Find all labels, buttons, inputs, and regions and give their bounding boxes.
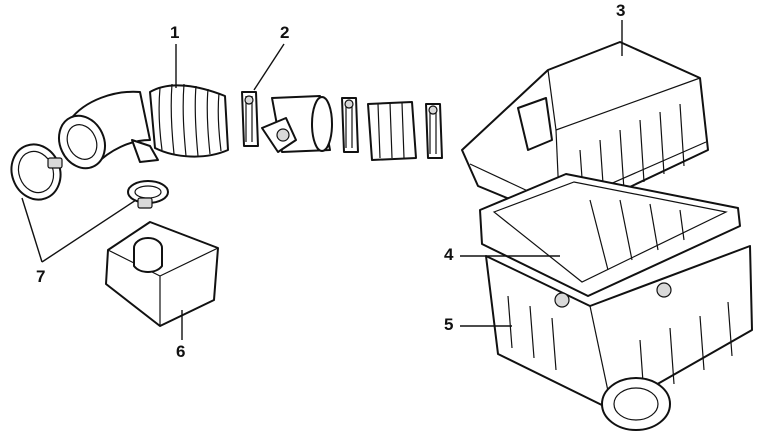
part-2-sleeve-hose <box>367 101 417 161</box>
leader-2 <box>253 43 285 91</box>
part-2-clamp-middle <box>341 97 359 153</box>
callout-4: 4 <box>444 245 454 264</box>
part-5-air-cleaner-housing <box>485 245 753 431</box>
leader-lines <box>21 20 623 340</box>
part-6-foam-block <box>105 221 219 327</box>
leader-7b <box>41 199 137 263</box>
part-3-air-cleaner-cover <box>461 41 709 221</box>
part-7-hose-clamp-small <box>127 180 169 209</box>
part-4-filter-element <box>479 173 741 297</box>
part-2-throttle-adapter <box>261 95 333 153</box>
callout-3: 3 <box>616 1 626 20</box>
leader-7a <box>21 197 43 263</box>
part-7-hose-clamp-large <box>10 143 63 201</box>
part-2-clamp-left <box>241 91 259 147</box>
callout-6: 6 <box>176 342 186 361</box>
callout-5: 5 <box>444 315 454 334</box>
part-1-intake-hose <box>58 83 229 170</box>
part-2-clamp-right <box>425 103 443 159</box>
callout-2: 2 <box>280 23 290 42</box>
callout-7: 7 <box>36 267 46 286</box>
callout-1: 1 <box>170 23 180 42</box>
